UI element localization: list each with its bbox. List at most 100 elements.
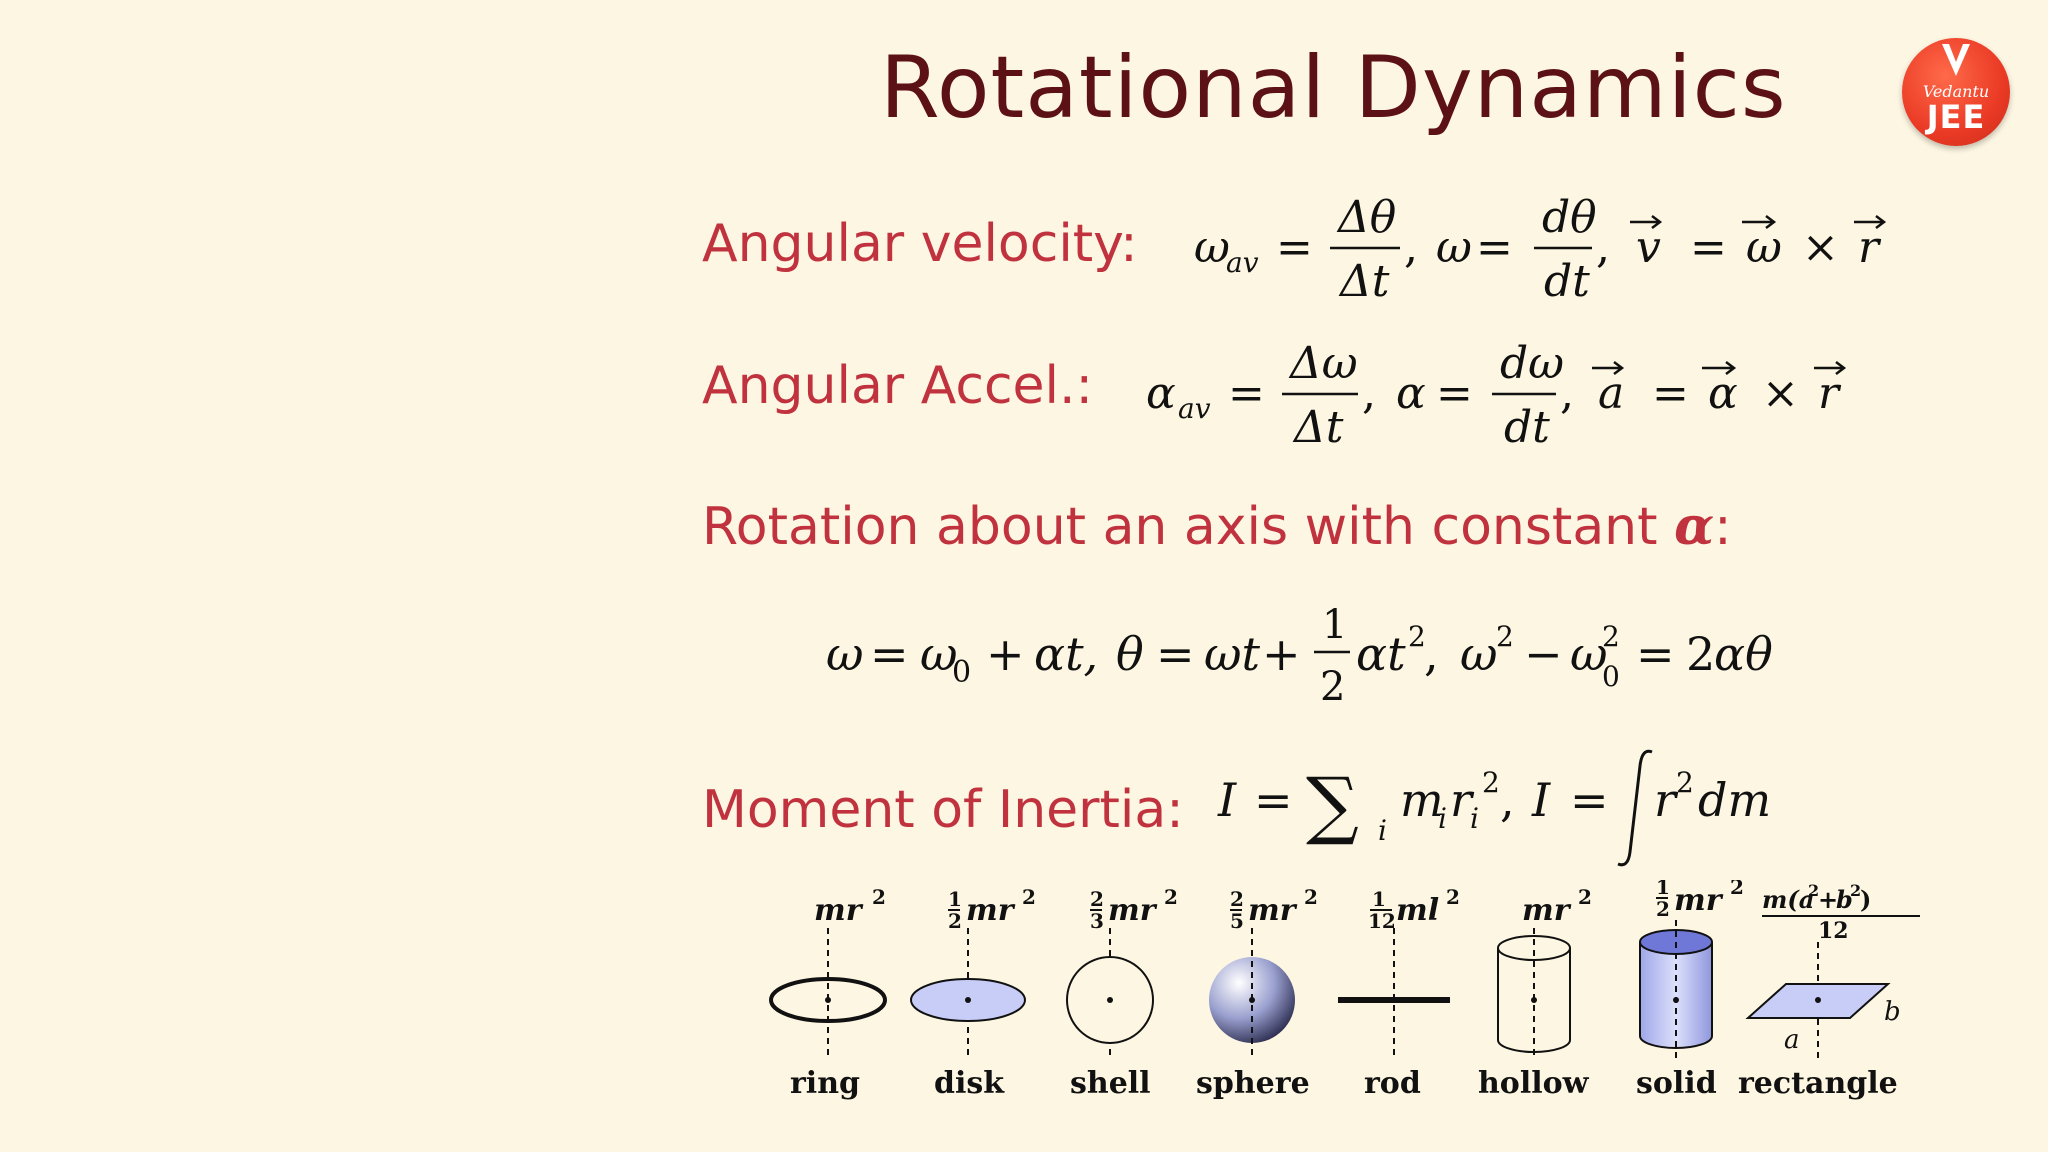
svg-text:b: b xyxy=(1836,885,1853,914)
ring-label: ring xyxy=(790,1066,860,1101)
hollow-label: hollow xyxy=(1478,1066,1590,1101)
svg-text:2: 2 xyxy=(1808,881,1819,900)
svg-text:mr: mr xyxy=(1522,893,1572,928)
vedantu-jee-logo: Vedantu JEE xyxy=(1902,38,2010,146)
logo-sub: JEE xyxy=(1926,98,1986,136)
svg-text:=: = xyxy=(1636,627,1675,681)
svg-text:ωt: ωt xyxy=(1204,627,1261,681)
svg-text:3: 3 xyxy=(1090,909,1104,933)
svg-text:i: i xyxy=(1438,802,1447,835)
svg-text:Δω: Δω xyxy=(1288,338,1358,389)
svg-text:2: 2 xyxy=(1496,620,1514,653)
svg-text:1: 1 xyxy=(1656,880,1670,899)
svg-text:∑: ∑ xyxy=(1306,762,1359,848)
svg-text:2: 2 xyxy=(1320,664,1345,710)
svg-text:dω: dω xyxy=(1500,338,1564,389)
rod-label: rod xyxy=(1364,1066,1421,1101)
svg-text:ω: ω xyxy=(1460,627,1498,681)
sphere-shape: 2 5 mr 2 sphere xyxy=(1196,885,1318,1101)
svg-text:2: 2 xyxy=(1656,897,1670,921)
svg-text:2: 2 xyxy=(1408,620,1426,653)
svg-text:Δθ: Δθ xyxy=(1336,192,1396,243)
moment-of-inertia-formula: I = ∑ i m i r i 2 , I = r 2 dm xyxy=(1214,744,1834,874)
svg-text:2: 2 xyxy=(1850,881,1861,900)
svg-text:=: = xyxy=(1652,368,1689,419)
svg-text:2: 2 xyxy=(1304,885,1318,909)
shell-shape: 2 3 mr 2 shell xyxy=(1066,885,1178,1101)
svg-text:2: 2 xyxy=(1578,885,1592,909)
svg-text:=: = xyxy=(1254,773,1293,827)
svg-text:m(a: m(a xyxy=(1762,885,1814,914)
svg-text:Δt: Δt xyxy=(1338,256,1390,307)
svg-text:dθ: dθ xyxy=(1542,192,1597,243)
svg-text:mr: mr xyxy=(1108,893,1158,928)
svg-text:2: 2 xyxy=(872,885,886,909)
svg-text:ω: ω xyxy=(1570,627,1608,681)
svg-text:0: 0 xyxy=(1602,660,1620,693)
svg-text:Δt: Δt xyxy=(1292,402,1344,453)
svg-text:dm: dm xyxy=(1698,773,1771,827)
svg-text:r: r xyxy=(1818,368,1842,419)
svg-text:−: − xyxy=(1524,627,1563,681)
svg-text:2: 2 xyxy=(1602,620,1620,653)
inertia-shapes-figure: mr 2 ring 1 2 mr 2 disk 2 3 mr 2 xyxy=(760,875,1930,1114)
svg-text:m: m xyxy=(1400,773,1444,827)
svg-text:αθ: αθ xyxy=(1714,627,1773,681)
rod-shape: 1 12 ml 2 rod xyxy=(1338,885,1460,1101)
rectangle-side-a: a xyxy=(1784,1025,1800,1055)
svg-text:2: 2 xyxy=(1676,766,1694,799)
svg-text:av: av xyxy=(1226,246,1259,279)
shell-label: shell xyxy=(1070,1066,1151,1101)
svg-text:mr: mr xyxy=(1248,893,1298,928)
svg-text:12: 12 xyxy=(1368,909,1396,933)
constant-alpha-colon: : xyxy=(1714,497,1732,557)
svg-text:mr: mr xyxy=(966,893,1016,928)
svg-text:+: + xyxy=(1262,627,1301,681)
svg-text:2: 2 xyxy=(1686,627,1715,681)
constant-alpha-label: Rotation about an axis with constant α: xyxy=(702,496,1732,557)
svg-text:5: 5 xyxy=(1230,909,1244,933)
svg-text:,: , xyxy=(1404,222,1418,273)
svg-text:I: I xyxy=(1217,773,1237,827)
svg-text:ω: ω xyxy=(826,627,864,681)
svg-text:a: a xyxy=(1598,368,1624,419)
svg-text:I: I xyxy=(1531,773,1551,827)
svg-text:=: = xyxy=(1436,368,1473,419)
svg-text:=: = xyxy=(1156,627,1195,681)
svg-text:ω: ω xyxy=(1436,222,1472,273)
svg-text:=: = xyxy=(870,627,909,681)
svg-text:,: , xyxy=(1596,222,1610,273)
svg-text:×: × xyxy=(1762,368,1799,419)
svg-text:αt: αt xyxy=(1356,627,1406,681)
svg-text:ω: ω xyxy=(1194,222,1230,273)
svg-text:r: r xyxy=(1858,222,1882,273)
disk-shape: 1 2 mr 2 disk xyxy=(910,885,1036,1101)
disk-label: disk xyxy=(934,1066,1005,1101)
svg-text:2: 2 xyxy=(1022,885,1036,909)
svg-text:r: r xyxy=(1450,773,1475,827)
logo-brand: Vedantu xyxy=(1922,82,1990,101)
rectangle-plate-shape: m(a 2 + b 2 ) 12 a b rectangle xyxy=(1738,881,1920,1101)
solid-label: solid xyxy=(1636,1066,1717,1101)
svg-text:,: , xyxy=(1362,368,1376,419)
angular-velocity-label: Angular velocity: xyxy=(702,214,1138,274)
alpha-symbol: α xyxy=(1674,496,1715,557)
sphere-label: sphere xyxy=(1196,1066,1310,1101)
svg-text:i: i xyxy=(1470,802,1479,835)
svg-text:=: = xyxy=(1276,222,1313,273)
page-title: Rotational Dynamics xyxy=(880,38,1787,138)
svg-text:dt: dt xyxy=(1544,256,1590,307)
svg-text:1: 1 xyxy=(1372,887,1386,911)
svg-text:ω: ω xyxy=(1746,222,1782,273)
svg-text:θ: θ xyxy=(1116,627,1144,681)
svg-text:=: = xyxy=(1570,773,1609,827)
svg-text:=: = xyxy=(1228,368,1265,419)
svg-text:1: 1 xyxy=(1322,602,1347,648)
svg-text:mr: mr xyxy=(814,893,864,928)
kinematic-equations: ω = ω 0 + αt, θ = ωt + 1 2 αt 2 , ω 2 − … xyxy=(826,596,1786,716)
svg-text:=: = xyxy=(1476,222,1513,273)
svg-text:2: 2 xyxy=(948,909,962,933)
svg-text:2: 2 xyxy=(1090,887,1104,911)
constant-alpha-text: Rotation about an axis with constant xyxy=(702,497,1675,557)
svg-text:,: , xyxy=(1424,627,1439,681)
